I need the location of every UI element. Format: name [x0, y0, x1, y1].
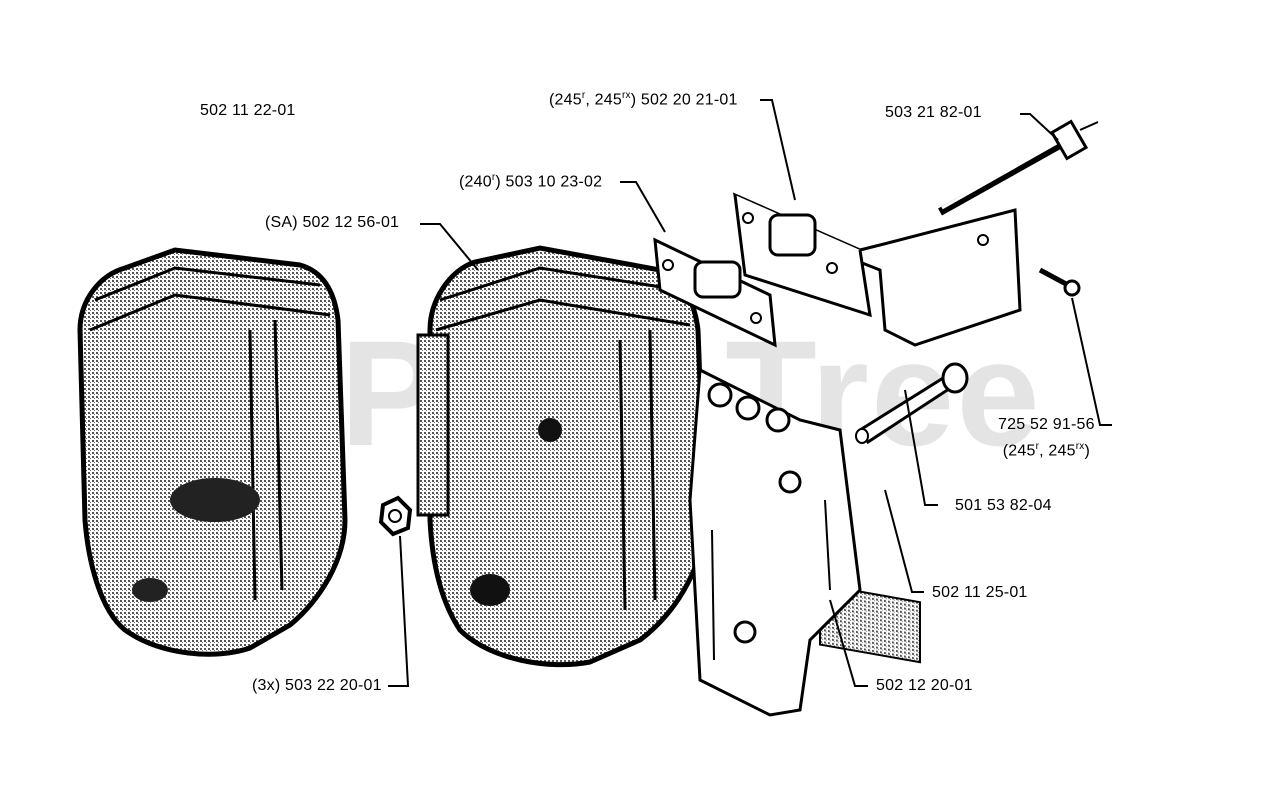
label-muffler-left: 502 11 22-01 [200, 102, 296, 119]
label-short-bolt: 501 53 82-04 [955, 497, 1052, 514]
label-screen: 502 11 25-01 [932, 584, 1028, 601]
nut-part [378, 495, 413, 537]
label-long-bolt: 503 21 82-01 [885, 104, 982, 121]
long-bolt-part [938, 119, 1099, 216]
label-muffler-sa: (SA) 502 12 56-01 [265, 214, 400, 231]
label-nut: (3x) 503 22 20-01 [252, 677, 382, 694]
leader-lines [388, 99, 1112, 687]
muffler-left-part [77, 247, 348, 657]
label-plate: 502 12 20-01 [876, 677, 973, 694]
small-screw-part [1038, 267, 1081, 297]
gasket-part [653, 237, 777, 348]
plate-part [688, 367, 862, 717]
label-gasket-240: (240r) 503 10 23-02 [459, 172, 603, 191]
bracket-part [732, 192, 1022, 347]
label-bracket-245: (245r, 245rx) 502 20 21-01 [549, 90, 738, 109]
label-small-screw: 725 52 91-56 (245r, 245rx) [998, 416, 1095, 460]
muffler-sa-part [416, 245, 708, 668]
